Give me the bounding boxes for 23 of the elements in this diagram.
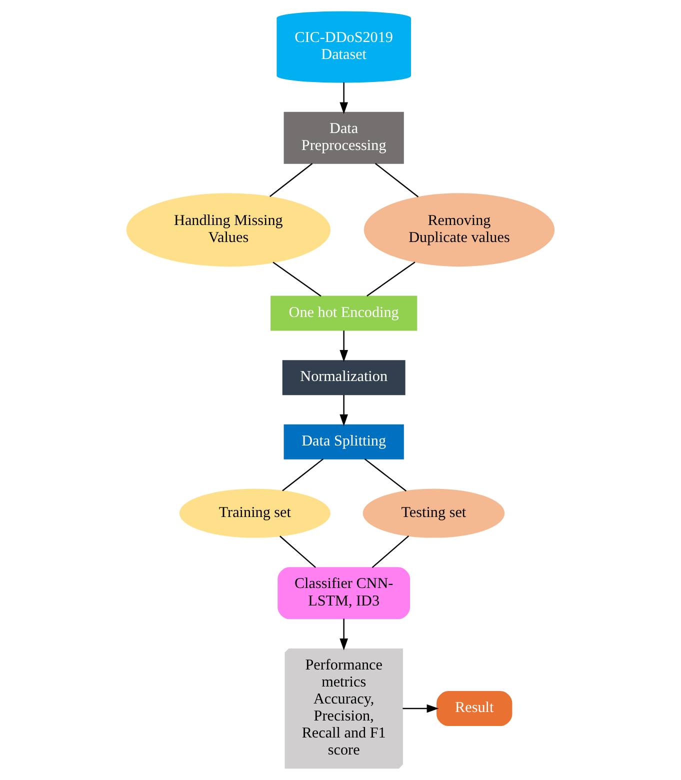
connector	[364, 458, 407, 492]
arrow	[340, 618, 348, 650]
arrow	[340, 330, 348, 362]
node-box: Result	[436, 691, 512, 726]
node-box: Normalization	[282, 360, 406, 396]
connector	[282, 458, 324, 492]
node-ellipse: Testing set	[362, 488, 505, 538]
connector	[366, 262, 416, 297]
node-ellipse: Removing Duplicate values	[364, 193, 555, 267]
connector	[272, 262, 322, 297]
connector	[375, 162, 419, 198]
node-box: Data Preprocessing	[284, 112, 404, 164]
node-box: One hot Encoding	[270, 296, 418, 331]
arrow	[340, 394, 348, 426]
node-ellipse: Training set	[179, 488, 330, 538]
node-box: Classifier CNN-LSTM, ID3	[278, 567, 410, 620]
arrow	[340, 82, 348, 114]
arrow	[402, 704, 439, 713]
connector	[280, 536, 316, 568]
connector	[372, 535, 410, 568]
connector	[270, 162, 313, 198]
node-ellipse: Handling Missing Values	[126, 193, 331, 267]
node-box: Data Splitting	[284, 424, 404, 460]
